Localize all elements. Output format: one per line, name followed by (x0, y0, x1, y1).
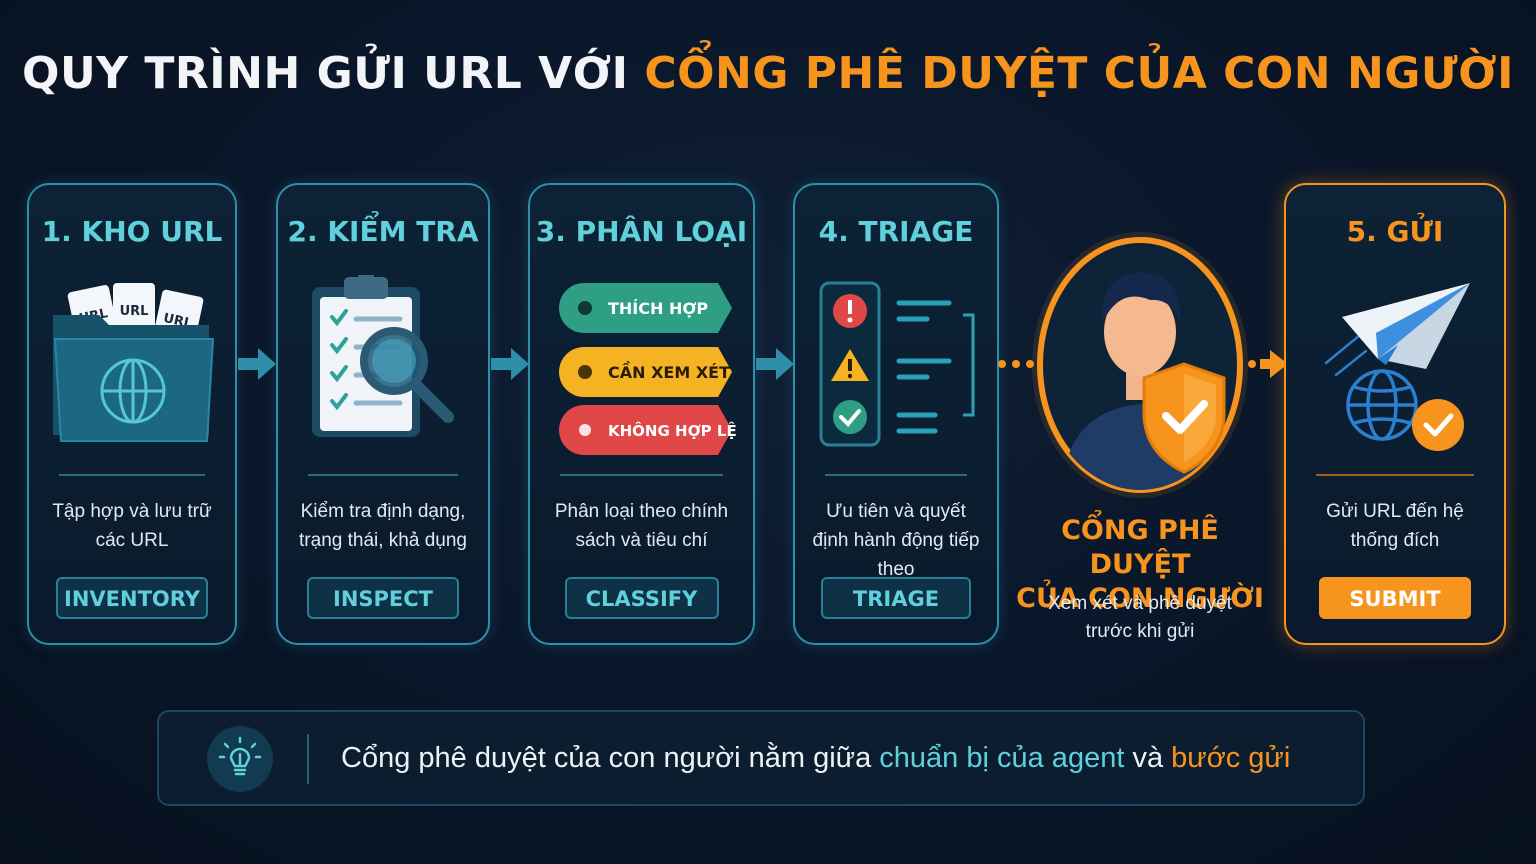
gate-title-line-2: CỦA CON NGƯỜI (1016, 583, 1264, 614)
step-description: Ưu tiên và quyết định hành động tiếp the… (812, 501, 980, 580)
step-description: Gửi URL đến hệ thống đích (1326, 501, 1464, 551)
lightbulb-icon (207, 726, 273, 797)
step-card-inspect: 2. KIỂM TRA Kiểm tra định dạng (276, 183, 490, 645)
pill-label-invalid: KHÔNG HỢP LỆ (608, 420, 737, 440)
step-description: Tập hợp và lưu trữ các URL (52, 501, 212, 551)
step-description: Phân loại theo chính sách và tiêu chí (554, 501, 729, 551)
page-title: QUY TRÌNH GỬI URL VỚI CỔNG PHÊ DUYỆT CỦA… (0, 48, 1536, 99)
paper-plane-globe-icon (1286, 275, 1504, 455)
step-title: 4. TRIAGE (818, 215, 974, 248)
gate-desc-line-2: trước khi gửi (1085, 621, 1195, 642)
doc-label: URL (120, 304, 149, 319)
title-part-1: QUY TRÌNH GỬI URL VỚI (22, 48, 629, 99)
step-card-classify: 3. PHÂN LOẠI THÍCH HỢP CẦN XEM XÉT KHÔNG… (528, 183, 755, 645)
inspect-tag[interactable]: INSPECT (307, 577, 459, 619)
pill-label-suitable: THÍCH HỢP (608, 299, 708, 318)
footer-highlight-agent: chuẩn bị của agent (879, 742, 1125, 774)
divider (560, 474, 723, 476)
arrow-right-icon (238, 348, 276, 380)
arrow-right-icon (491, 348, 529, 380)
gate-title: CỔNG PHÊ DUYỆT CỦA CON NGƯỜI (1010, 514, 1270, 616)
pill-label-review: CẦN XEM XÉT (608, 361, 730, 382)
arrow-right-icon (756, 348, 794, 380)
submit-button[interactable]: SUBMIT (1319, 577, 1471, 619)
arrow-right-icon (1248, 350, 1288, 378)
step-title: 3. PHÂN LOẠI (535, 215, 748, 248)
divider (825, 474, 967, 476)
gate-desc-line-1: Xem xét và phê duyệt (1048, 593, 1232, 614)
divider (59, 474, 205, 476)
footer-text-part-1: Cổng phê duyệt của con người nằm giữa (341, 742, 872, 774)
divider (1316, 474, 1474, 476)
step-title: 1. KHO URL (41, 215, 223, 248)
footer-text: Cổng phê duyệt của con người nằm giữa ch… (341, 712, 1290, 804)
folder-globe-icon: URL URL URL (29, 275, 235, 455)
triage-status-icon (795, 275, 997, 455)
step-card-triage: 4. TRIAGE Ưu tiên và quyết định hành độn… (793, 183, 999, 645)
divider (308, 474, 458, 476)
clipboard-magnifier-icon (278, 267, 488, 455)
human-shield-check-icon (1032, 232, 1248, 498)
footer-text-part-2: và (1132, 742, 1164, 774)
divider (307, 734, 309, 784)
footer-note: Cổng phê duyệt của con người nằm giữa ch… (157, 710, 1365, 806)
classify-tag[interactable]: CLASSIFY (564, 577, 719, 619)
step-card-inventory: 1. KHO URL URL URL URL (27, 183, 237, 645)
step-title: 2. KIỂM TRA (287, 215, 479, 248)
triage-tag[interactable]: TRIAGE (821, 577, 971, 619)
step-description: Kiểm tra định dạng, trạng thái, khả dụng (299, 501, 467, 551)
gate-title-line-1: CỔNG PHÊ DUYỆT (1061, 515, 1219, 580)
classification-pills-icon: THÍCH HỢP CẦN XEM XÉT KHÔNG HỢP LỆ (530, 275, 753, 455)
gate-description: Xem xét và phê duyệt trước khi gửi (1010, 590, 1270, 646)
title-part-2: CỔNG PHÊ DUYỆT CỦA CON NGƯỜI (644, 48, 1514, 99)
step-card-submit: 5. GỬI Gửi URL đến hệ thố (1284, 183, 1506, 645)
step-title: 5. GỬI (1346, 215, 1444, 248)
dotted-connector (998, 360, 1034, 368)
footer-highlight-submit: bước gửi (1171, 742, 1291, 774)
inventory-tag[interactable]: INVENTORY (56, 577, 208, 619)
